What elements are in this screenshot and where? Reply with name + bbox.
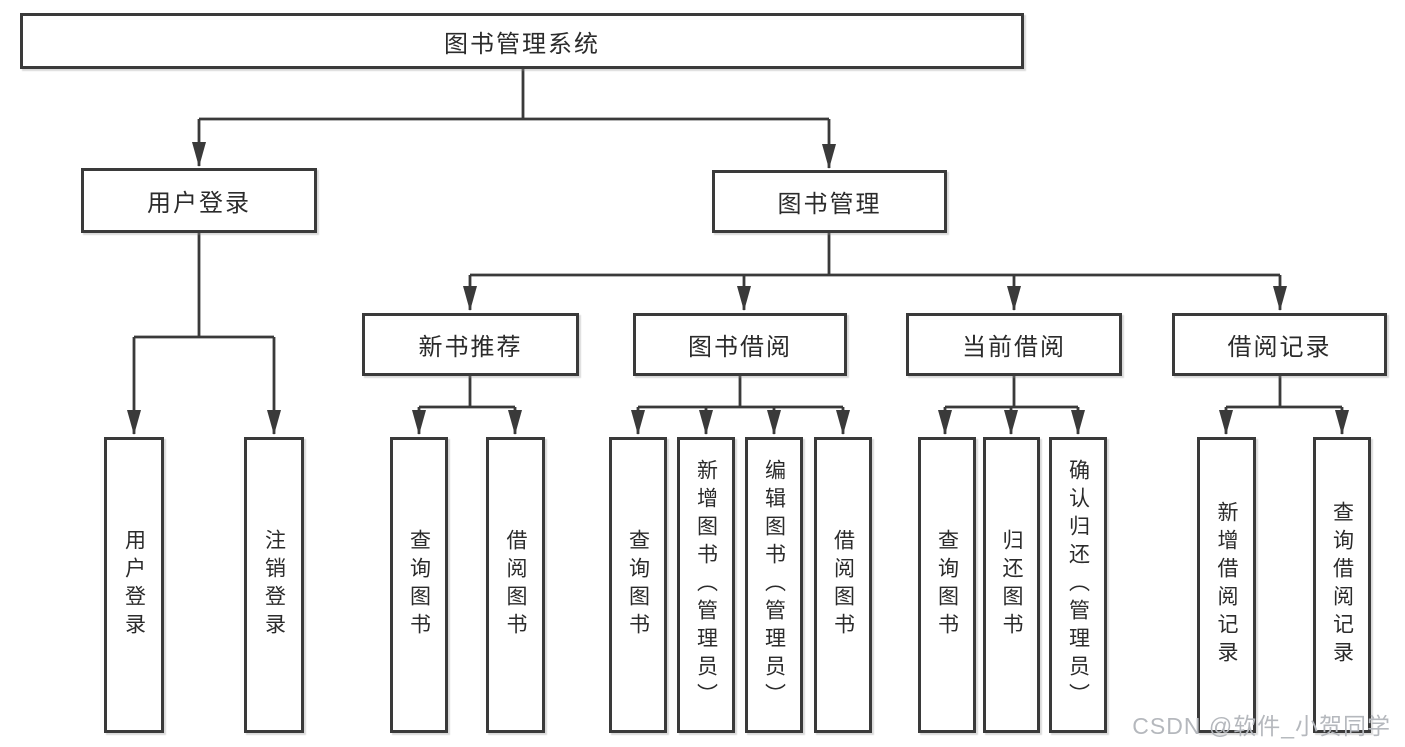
- leaf-cb-query-books: 查询图书: [918, 437, 976, 733]
- connector-user-login: [127, 233, 281, 435]
- leaf-br-add-record: 新增借阅记录: [1197, 437, 1256, 733]
- connector-borrowing-records: [1219, 376, 1349, 435]
- leaf-cb-confirm-return-admin: 确认归还（管理员）: [1049, 437, 1107, 733]
- leaf-bb-query-books: 查询图书: [609, 437, 667, 733]
- leaf-bb-borrow-books: 借阅图书: [814, 437, 872, 733]
- leaf-nb-borrow-books: 借阅图书: [486, 437, 545, 733]
- connector-current-borrowing: [938, 376, 1085, 435]
- node-new-book-recommend: 新书推荐: [362, 313, 579, 376]
- node-current-borrowing: 当前借阅: [906, 313, 1122, 376]
- leaf-user-login: 用户登录: [104, 437, 164, 733]
- node-library-system: 图书管理系统: [20, 13, 1024, 69]
- leaf-br-query-record: 查询借阅记录: [1313, 437, 1371, 733]
- leaf-logout: 注销登录: [244, 437, 304, 733]
- connector-new-book-recommend: [412, 376, 522, 435]
- leaf-cb-return-books: 归还图书: [983, 437, 1040, 733]
- node-book-borrowing: 图书借阅: [633, 313, 847, 376]
- connector-root: [192, 69, 836, 169]
- node-user-login: 用户登录: [81, 168, 317, 233]
- connector-book-management: [463, 233, 1287, 311]
- node-borrowing-records: 借阅记录: [1172, 313, 1387, 376]
- watermark: CSDN @软件_小贺同学: [1132, 713, 1391, 739]
- connector-book-borrowing: [631, 376, 850, 435]
- leaf-bb-edit-books-admin: 编辑图书（管理员）: [745, 437, 803, 733]
- leaf-bb-add-books-admin: 新增图书（管理员）: [677, 437, 735, 733]
- node-book-management: 图书管理: [712, 170, 947, 233]
- leaf-nb-query-books: 查询图书: [390, 437, 448, 733]
